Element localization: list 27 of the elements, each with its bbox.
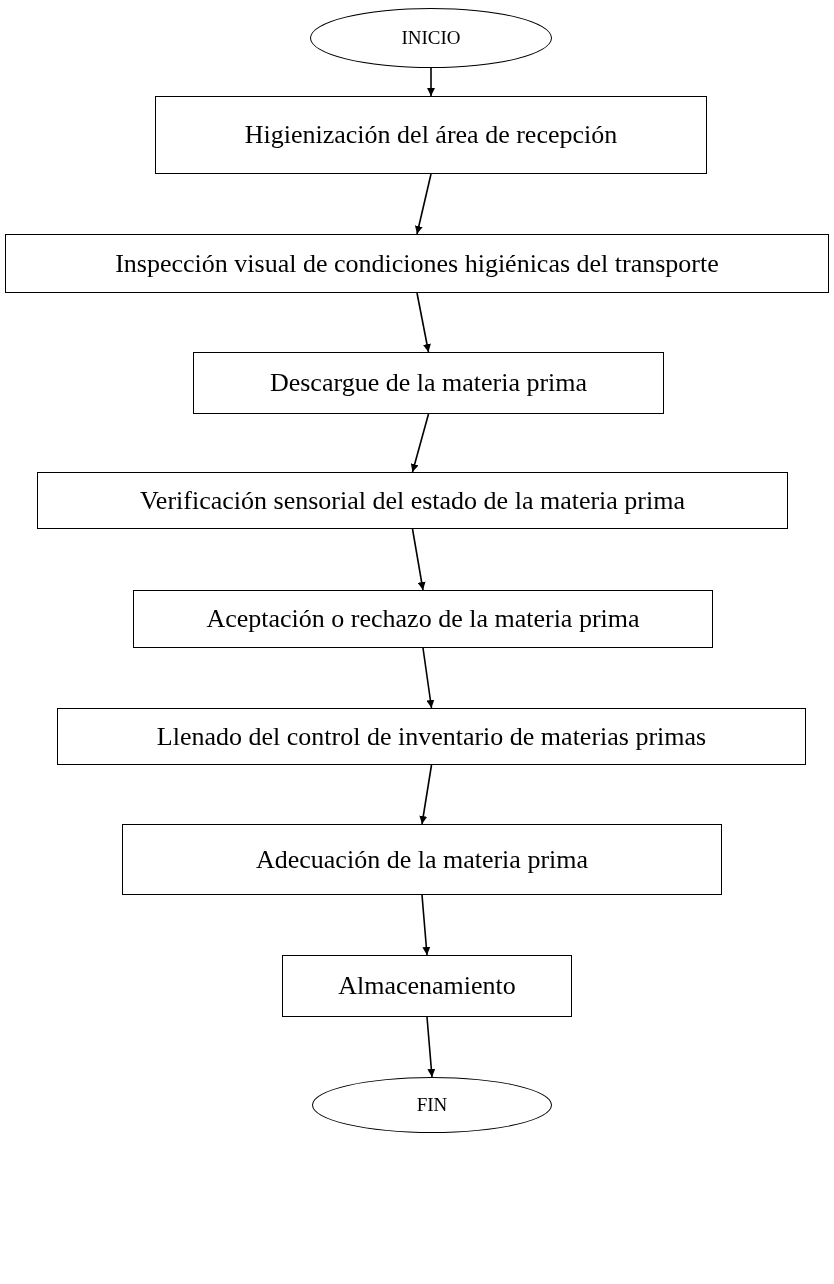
process-box [37, 472, 788, 529]
arrow [426, 1016, 436, 1078]
arrow [416, 292, 431, 353]
process-box [122, 824, 722, 895]
process-box [133, 590, 713, 648]
step-label: Inspección visual de condiciones higiénicas del transporte [115, 248, 719, 279]
step-label: Higienización del área de recepción [244, 120, 618, 150]
process-box [155, 96, 707, 174]
arrow [419, 764, 433, 825]
step-label: FIN [416, 1094, 448, 1116]
step-label: Aceptación o rechazo de la materia prima [206, 604, 640, 634]
step-label: Almacenamiento [338, 971, 516, 1001]
arrow [422, 647, 435, 709]
process-box [57, 708, 806, 765]
step-label: Llenado del control de inventario de materias primas [156, 721, 707, 752]
step-label: INICIO [401, 27, 461, 49]
arrow [411, 528, 426, 591]
process-box [5, 234, 829, 293]
process-box [282, 955, 572, 1017]
arrow [427, 67, 435, 97]
process-box [193, 352, 664, 414]
arrow [414, 173, 432, 235]
arrow [410, 413, 430, 473]
step-label: Adecuación de la materia prima [255, 844, 589, 875]
step-label: Descargue de la materia prima [269, 368, 588, 398]
arrow [421, 894, 431, 956]
step-label: Verificación sensorial del estado de la materia prima [139, 485, 686, 516]
